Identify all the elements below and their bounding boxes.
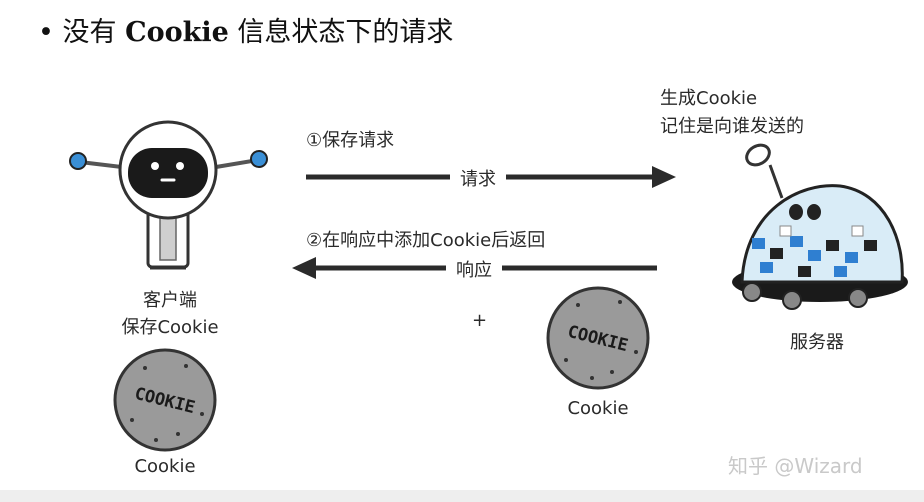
server-note-line2: 记住是向谁发送的 (660, 116, 804, 137)
client-cookie-caption: Cookie (134, 456, 196, 477)
client-label: 客户端 (143, 290, 197, 311)
title-suffix: 信息状态下的请求 (237, 17, 454, 48)
response-arrow-label: 响应 (446, 256, 502, 282)
page-title: • 没有 Cookie 信息状态下的请求 (38, 10, 453, 49)
title-prefix: 没有 (62, 17, 117, 48)
client-cookie-icon: COOKIE (113, 348, 217, 452)
bullet: • (38, 17, 54, 48)
plus-sign: + (472, 310, 488, 331)
server-robot-icon (732, 143, 908, 310)
step2-label: ②在响应中添加Cookie后返回 (306, 230, 546, 251)
response-cookie-icon: COOKIE (546, 286, 650, 390)
bottom-bar (0, 490, 924, 502)
client-cookie-note: 保存Cookie (121, 317, 219, 338)
request-arrow-label: 请求 (450, 165, 506, 191)
client-robot-icon (69, 120, 268, 270)
watermark: 知乎 @Wizard (728, 454, 863, 478)
server-note-line1: 生成Cookie (660, 88, 758, 109)
title-bold: Cookie (125, 17, 229, 48)
server-label: 服务器 (790, 332, 844, 353)
step1-label: ①保存请求 (306, 130, 395, 151)
response-cookie-caption: Cookie (567, 398, 629, 419)
